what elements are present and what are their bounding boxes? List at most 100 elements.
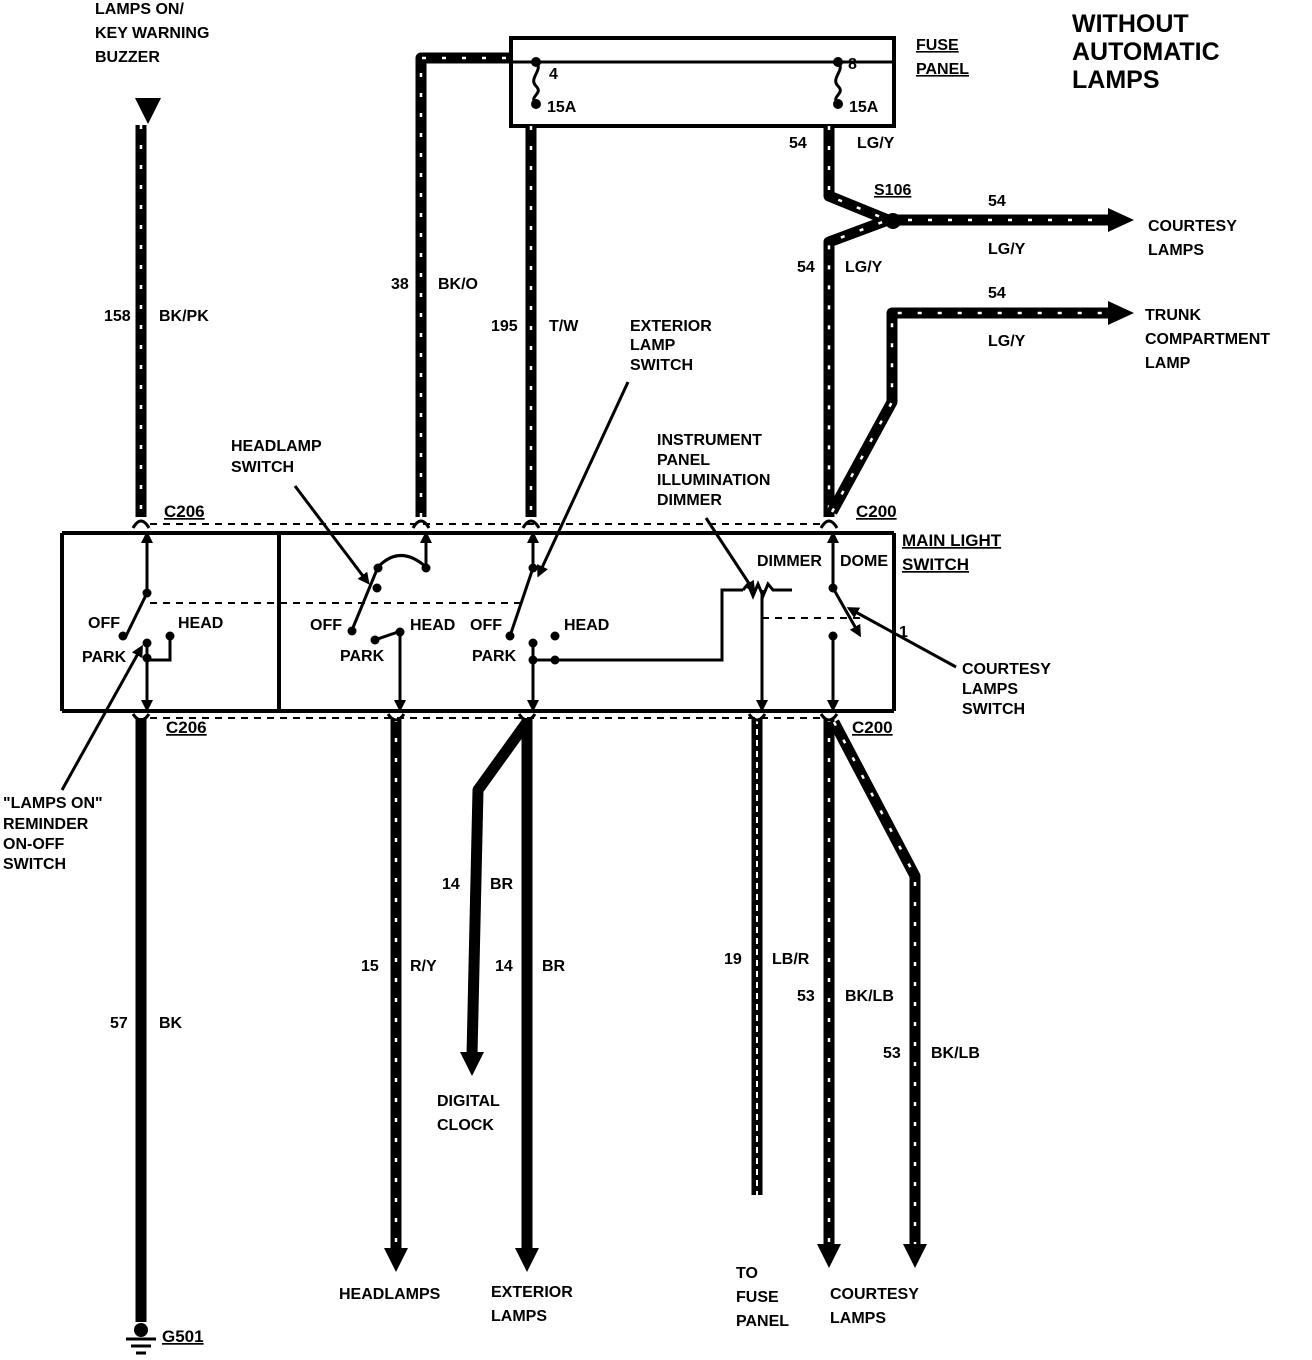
buzzer-arrow-icon (135, 98, 161, 124)
terminal-c200-top (819, 519, 839, 529)
w54-top-color: LG/Y (857, 135, 895, 152)
w54-trunk-circuit: 54 (988, 285, 1006, 302)
reminder-head-label: HEAD (178, 615, 223, 632)
courtesy-bottom-label-1: COURTESY (830, 1286, 919, 1303)
w158-color: BK/PK (159, 308, 209, 325)
wire-14-clock (466, 718, 532, 1056)
fuse-4-rating: 15A (547, 99, 577, 116)
headlamp-park-label: PARK (340, 648, 385, 665)
to-fuse-label-1: TO (736, 1265, 758, 1282)
title-line-3: LAMPS (1072, 66, 1160, 94)
main-switch-label-1: MAIN LIGHT (902, 531, 1002, 550)
w53-branch-circuit: 53 (883, 1045, 901, 1062)
headlamp-off-label: OFF (310, 617, 342, 634)
main-light-switch: OFF HEAD PARK OFF HEAD PARK OFF HEAD PAR… (60, 519, 1002, 722)
diagram-title: WITHOUT AUTOMATIC LAMPS (1072, 10, 1220, 94)
courtesy-arrow-icon-2 (903, 1244, 927, 1268)
exterior-blade (508, 567, 535, 637)
exterior-park-label: PARK (472, 648, 517, 665)
w54-courtesy-color: LG/Y (988, 241, 1026, 258)
w195-color: T/W (549, 318, 579, 335)
title-line-2: AUTOMATIC (1072, 38, 1220, 66)
trunk-label-2: COMPARTMENT (1145, 331, 1270, 348)
fuse-8-bottom-terminal (833, 99, 843, 109)
fuse-4-number: 4 (549, 66, 558, 83)
wire-38 (415, 52, 511, 517)
w15-circuit: 15 (361, 958, 379, 975)
courtesy-bottom-label-2: LAMPS (830, 1310, 886, 1327)
courtesy-switch-leader (846, 607, 957, 669)
exterior-head-label: HEAD (564, 617, 609, 634)
courtesy-right-label-2: LAMPS (1148, 242, 1204, 259)
main-switch-label-2: SWITCH (902, 555, 969, 574)
w54-top-circuit: 54 (789, 135, 807, 152)
dimmer-callout-2: PANEL (657, 452, 710, 469)
buzzer-label-1: LAMPS ON/ (95, 1, 184, 18)
terminal-14 (517, 713, 537, 722)
courtesy-right-label-1: COURTESY (1148, 218, 1237, 235)
w38-color: BK/O (438, 276, 478, 293)
exterior-switch-label-2: LAMP (630, 337, 676, 354)
w38-circuit: 38 (391, 276, 409, 293)
headlamp-blade (350, 566, 380, 631)
fuse-4-element (532, 60, 540, 106)
headlamps-label: HEADLAMPS (339, 1286, 441, 1303)
wire-54-trunk (827, 307, 1110, 515)
w19-circuit: 19 (724, 951, 742, 968)
exterior-to-dimmer (531, 588, 743, 662)
buzzer-label-2: KEY WARNING (95, 25, 209, 42)
trunk-label-3: LAMP (1145, 355, 1191, 372)
dimmer-callout-4: DIMMER (657, 492, 722, 509)
reminder-switch-leader (60, 644, 143, 791)
exterior-switch-label-3: SWITCH (630, 357, 693, 374)
c200-bottom-label: C200 (852, 718, 893, 737)
connector-labels: C206 C206 C200 C200 S106 G501 (162, 182, 911, 1346)
wire-54-trunk-stripe (830, 311, 1110, 513)
fuse-8-rating: 15A (849, 99, 879, 116)
dome-blade (831, 587, 861, 638)
w54-mid-color: LG/Y (845, 259, 883, 276)
terminal-195 (521, 519, 541, 529)
reminder-label-2: REMINDER (3, 816, 89, 833)
w14-exterior-circuit: 14 (495, 958, 513, 975)
c206-bottom-label: C206 (166, 718, 207, 737)
pin-1-label: 1 (899, 624, 908, 641)
trunk-lamp-arrow-icon (1108, 301, 1134, 325)
c200-top-label: C200 (856, 502, 897, 521)
terminal-19 (747, 713, 767, 722)
exterior-lamps-arrow-icon (515, 1248, 539, 1272)
exterior-lamps-label-1: EXTERIOR (491, 1284, 573, 1301)
wire-labels: 158 BK/PK 38 BK/O 195 T/W 54 LG/Y 54 LG/… (104, 135, 1026, 1062)
courtesy-arrow-icon-1 (817, 1244, 841, 1268)
terminal-c200-bottom (819, 713, 839, 722)
wires (135, 52, 1110, 1322)
fuse-panel-label-1: FUSE (916, 37, 959, 54)
fuse-panel-label-2: PANEL (916, 61, 969, 78)
title-line-1: WITHOUT (1072, 10, 1189, 38)
courtesy-lamps-arrow-icon (1108, 208, 1134, 232)
wire-53-branch-stripe (832, 721, 917, 1248)
exterior-off-label: OFF (470, 617, 502, 634)
w53-circuit: 53 (797, 988, 815, 1005)
terminal-c206-top (131, 519, 151, 529)
w54-mid-circuit: 54 (797, 259, 815, 276)
dimmer-label: DIMMER (757, 553, 822, 570)
to-fuse-label-3: PANEL (736, 1313, 789, 1330)
fuse-4-bottom-terminal (531, 99, 541, 109)
wire-53-branch (829, 719, 921, 1248)
w57-circuit: 57 (110, 1015, 128, 1032)
terminal-38 (411, 519, 431, 529)
w195-circuit: 195 (491, 318, 518, 335)
reminder-park-head (145, 636, 172, 662)
arrowheads (135, 98, 1134, 1272)
splice-s106-dot (885, 213, 901, 229)
clock-arrow-icon (460, 1052, 484, 1076)
dimmer-callout-3: ILLUMINATION (657, 472, 770, 489)
reminder-label-3: ON-OFF (3, 836, 65, 853)
s106-label: S106 (874, 182, 911, 199)
fuse-8-element (834, 60, 842, 106)
w158-circuit: 158 (104, 308, 131, 325)
w57-color: BK (159, 1015, 183, 1032)
buzzer-label-3: BUZZER (95, 49, 160, 66)
